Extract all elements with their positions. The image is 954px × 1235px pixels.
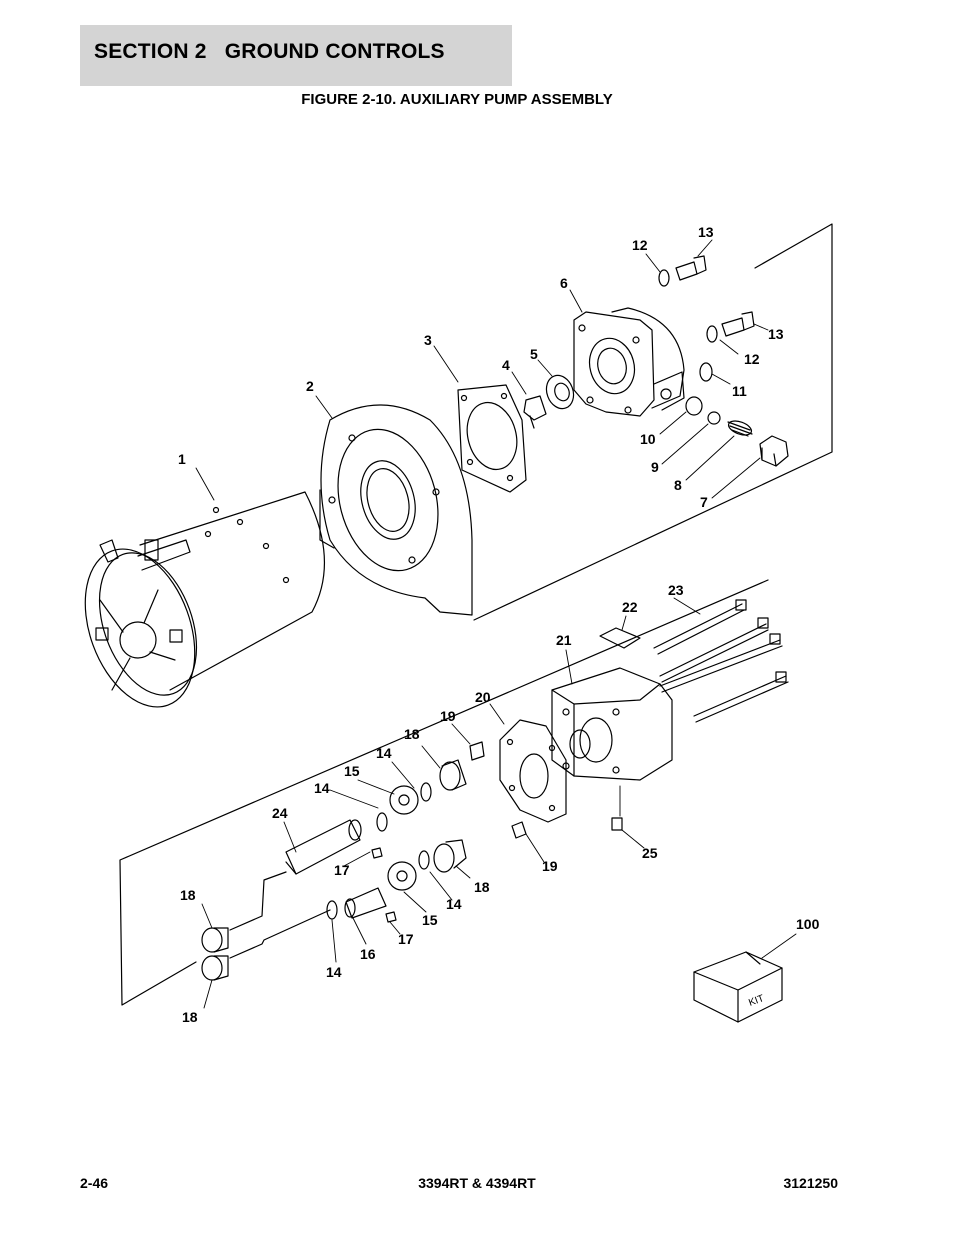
motor	[84, 491, 325, 708]
callout-20: 20	[475, 689, 491, 705]
dowel-pin-bottom	[611, 817, 623, 831]
callout-17b: 17	[398, 931, 414, 947]
callout-25: 25	[642, 845, 658, 861]
callout-11: 11	[732, 383, 747, 399]
bolt-upper	[675, 255, 707, 281]
callout-23: 23	[668, 582, 684, 598]
gasket	[457, 384, 527, 493]
check-spring	[727, 420, 753, 437]
dowel-pin-lower	[511, 821, 527, 839]
retaining-ring-4	[326, 900, 338, 920]
figure-title-text: FIGURE 2-10. AUXILIARY PUMP ASSEMBLY	[301, 91, 613, 108]
check-ball	[707, 411, 721, 425]
callout-14d: 14	[326, 964, 342, 980]
callout-17a: 17	[334, 862, 350, 878]
page-number: 2-46	[80, 1175, 109, 1191]
callout-100: 100	[796, 916, 820, 932]
idler-shaft	[344, 887, 387, 919]
callout-13b: 13	[768, 326, 784, 342]
callout-8: 8	[674, 477, 682, 493]
gear-pump-body	[551, 667, 673, 781]
callout-21: 21	[556, 632, 572, 648]
callout-labels: 1 2 3 4 5 6 7 8 9 10 11 12 12 13 13 14 1…	[178, 224, 820, 1025]
callout-18b: 18	[474, 879, 490, 895]
callout-4: 4	[502, 357, 510, 373]
callout-19a: 19	[440, 708, 456, 724]
callout-1: 1	[178, 451, 186, 467]
kit-label: KIT	[747, 993, 765, 1009]
hex-cap	[759, 435, 789, 467]
bolt-right	[721, 311, 755, 337]
callout-18a: 18	[404, 726, 420, 742]
o-ring	[699, 362, 713, 382]
leader-lines	[195, 239, 797, 1009]
panel-outline-lower	[119, 579, 769, 1006]
drive-gear-lower	[387, 861, 417, 891]
washer-upper	[658, 269, 670, 287]
callout-3: 3	[424, 332, 432, 348]
callout-14c: 14	[446, 896, 462, 912]
set-screw-upper	[371, 847, 383, 859]
section-header: SECTION 2 GROUND CONTROLS	[80, 25, 512, 86]
callout-15b: 15	[422, 912, 438, 928]
callout-12b: 12	[744, 351, 760, 367]
callout-7: 7	[700, 494, 708, 510]
through-bolts	[653, 599, 789, 723]
retaining-ring-1	[420, 782, 432, 802]
document-number: 3121250	[783, 1175, 838, 1191]
callout-10: 10	[640, 431, 656, 447]
drive-gear-upper	[389, 785, 419, 815]
section-title: SECTION 2 GROUND CONTROLS	[94, 40, 445, 63]
callout-12a: 12	[632, 237, 648, 253]
label-plate	[599, 627, 641, 649]
bearing-left-lower	[201, 955, 229, 981]
callout-18c: 18	[180, 887, 196, 903]
figure-title: FIGURE 2-10. AUXILIARY PUMP ASSEMBLY	[0, 91, 954, 108]
adapter-plate	[319, 404, 473, 616]
washer-right	[706, 325, 718, 343]
callout-18d: 18	[182, 1009, 198, 1025]
callout-6: 6	[560, 275, 568, 291]
callout-15a: 15	[344, 763, 360, 779]
callout-22: 22	[622, 599, 638, 615]
bearing-left-upper	[201, 927, 229, 953]
callout-16: 16	[360, 946, 376, 962]
callout-9: 9	[651, 459, 659, 475]
callout-14b: 14	[314, 780, 330, 796]
fitting	[523, 395, 547, 429]
panel-outline-upper	[473, 223, 833, 621]
callout-14a: 14	[376, 745, 392, 761]
callout-13a: 13	[698, 224, 714, 240]
model-name: 3394RT & 4394RT	[418, 1175, 536, 1191]
bearing-lower	[433, 839, 467, 873]
retaining-ring-3	[418, 850, 430, 870]
callout-19b: 19	[542, 858, 558, 874]
pump-housing	[573, 307, 685, 417]
seal	[545, 374, 575, 410]
bearing-upper	[439, 759, 467, 791]
seal-plate	[499, 719, 567, 823]
callout-24: 24	[272, 805, 288, 821]
dowel-pin-upper	[469, 741, 485, 761]
callout-2: 2	[306, 378, 314, 394]
callout-5: 5	[530, 346, 538, 362]
kit-box	[693, 951, 783, 1023]
check-plug	[685, 396, 703, 416]
set-screw-lower	[385, 911, 397, 923]
drive-shaft	[285, 819, 362, 875]
retaining-ring-2	[376, 812, 388, 832]
